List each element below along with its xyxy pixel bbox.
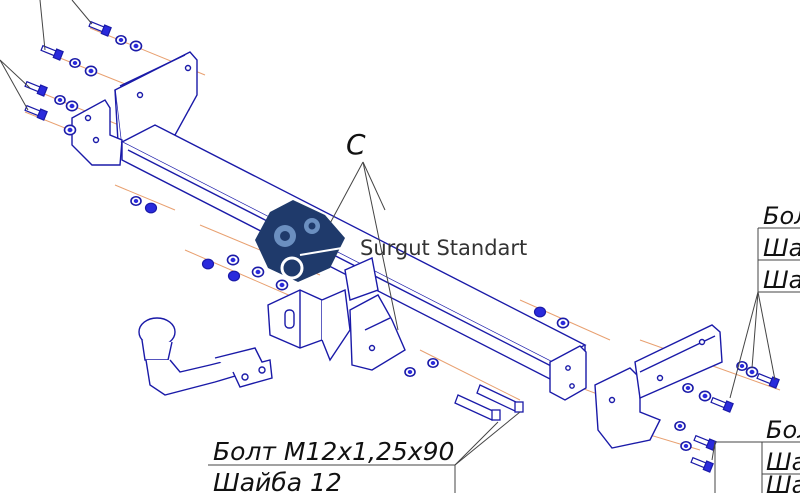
bolt-head bbox=[768, 376, 780, 389]
washer-hole bbox=[430, 361, 436, 365]
nut-icon bbox=[227, 270, 241, 282]
fastener-hardware bbox=[24, 20, 780, 473]
washer-hole bbox=[560, 320, 566, 326]
washer-hole bbox=[57, 98, 63, 102]
bolt-head bbox=[36, 84, 48, 97]
axis-line bbox=[419, 349, 521, 401]
right-top-label-2: Ша bbox=[763, 234, 800, 262]
callout-c-label: С bbox=[346, 128, 366, 161]
right-top-label-1: Бол bbox=[763, 202, 800, 230]
watermark-logo: Surgut Standart bbox=[255, 200, 527, 282]
watermark-text: Surgut Standart bbox=[360, 236, 527, 260]
leader-lines-left bbox=[0, 0, 93, 111]
right-bottom-label-3: Ша bbox=[766, 471, 800, 493]
bolt-icon bbox=[24, 80, 48, 97]
washer-hole bbox=[677, 424, 683, 428]
washer-hole bbox=[69, 103, 75, 109]
axis-line bbox=[184, 249, 301, 301]
bolt-head bbox=[52, 48, 64, 61]
washer-hole bbox=[255, 269, 261, 275]
washer-hole bbox=[118, 38, 124, 42]
bolt-label: Болт М12х1,25х90 bbox=[213, 437, 454, 466]
nut-icon bbox=[144, 202, 158, 214]
washer-hole bbox=[279, 282, 285, 288]
nut-icon bbox=[533, 306, 547, 318]
bolt-head bbox=[100, 24, 112, 37]
washer-hole bbox=[685, 386, 691, 390]
nut-icon bbox=[201, 258, 215, 270]
bolt-icon bbox=[693, 434, 717, 451]
left-bracket bbox=[114, 51, 198, 152]
bolt-icon bbox=[88, 20, 112, 37]
main-beam bbox=[120, 124, 587, 382]
hitch-mount-bracket bbox=[267, 257, 406, 371]
tow-ball-hitch bbox=[138, 317, 273, 396]
washer-hole bbox=[67, 127, 73, 133]
long-bolts bbox=[454, 384, 524, 421]
bolt-icon bbox=[690, 456, 714, 473]
right-top-label-3: Ша bbox=[763, 266, 800, 294]
washer-hole bbox=[133, 43, 139, 49]
bolt-icon bbox=[24, 104, 48, 121]
washer-hole bbox=[749, 369, 755, 375]
bolt-head bbox=[702, 460, 714, 473]
washer-hole bbox=[407, 370, 413, 374]
washer-hole bbox=[702, 393, 708, 399]
bolt-head bbox=[722, 400, 734, 413]
washer-label: Шайба 12 bbox=[213, 468, 342, 493]
callout-c: С bbox=[319, 128, 399, 331]
bolt-icon bbox=[710, 396, 734, 413]
callout-right-top: Бол Ша Ша bbox=[729, 202, 800, 399]
left-plate bbox=[71, 99, 123, 166]
washer-hole bbox=[72, 61, 78, 65]
beam-end-plate bbox=[549, 345, 587, 401]
washer-hole bbox=[230, 257, 236, 263]
right-bottom-label-1: Бол bbox=[766, 416, 800, 444]
washer-hole bbox=[133, 199, 139, 203]
right-bracket bbox=[594, 324, 723, 449]
bolt-head bbox=[36, 108, 48, 121]
callout-right-bottom: Бол Ша Ша bbox=[711, 416, 800, 497]
bolt-icon bbox=[40, 44, 64, 61]
washer-hole bbox=[88, 68, 94, 74]
bolt-icon bbox=[756, 372, 780, 389]
axis-line bbox=[114, 184, 176, 211]
tow-ball-icon bbox=[280, 256, 304, 280]
washer-hole bbox=[739, 364, 745, 368]
washer-hole bbox=[683, 444, 689, 448]
right-bottom-label-2: Ша bbox=[766, 448, 800, 476]
callout-bolt-main: Болт М12х1,25х90 Шайба 12 bbox=[208, 411, 521, 497]
